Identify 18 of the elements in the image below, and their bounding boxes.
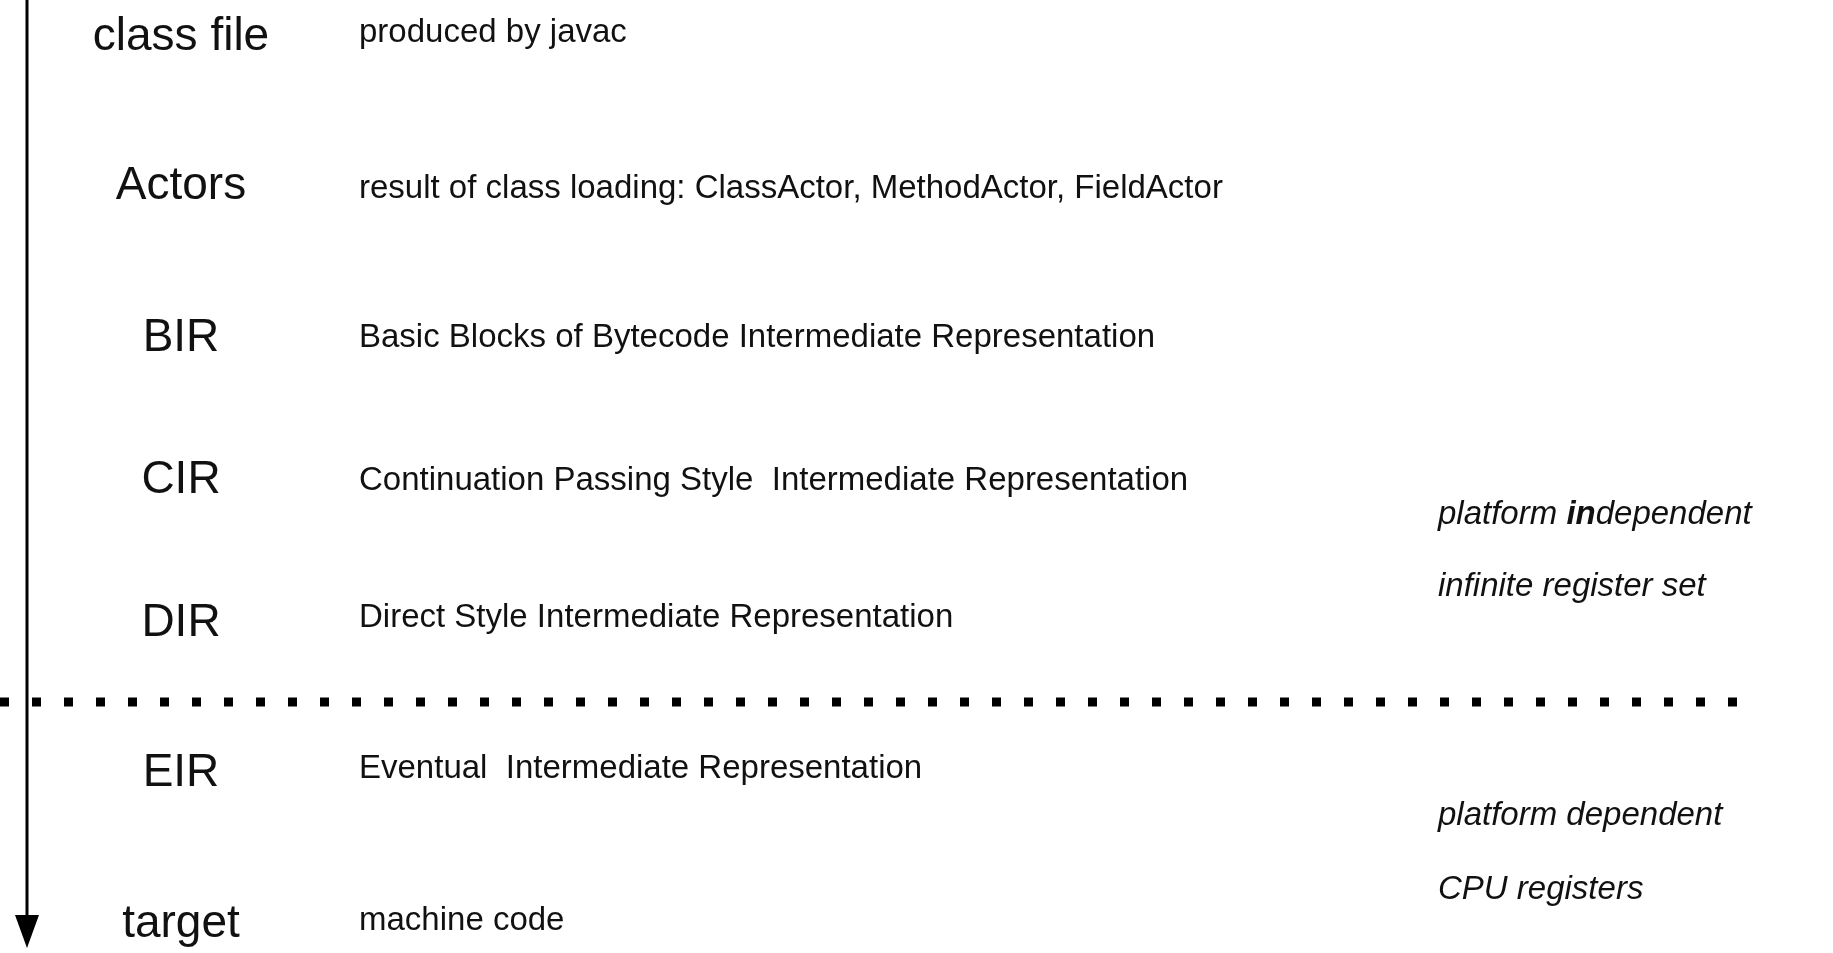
stage-name: class file — [92, 8, 270, 62]
stage-description: Eventual Intermediate Representation — [359, 748, 923, 787]
stage-name: DIR — [141, 594, 221, 648]
stage-name: EIR — [142, 744, 220, 798]
stage-description: result of class loading: ClassActor, MethodActor, FieldActor — [359, 168, 1223, 207]
stage-name: target — [122, 895, 240, 949]
stage-name: CIR — [141, 451, 221, 505]
stage-description: Basic Blocks of Bytecode Intermediate Representation — [359, 317, 1156, 356]
side-note: CPU registers — [1438, 869, 1644, 908]
side-note: platform independent — [1438, 494, 1752, 533]
stage-description: Direct Style Intermediate Representation — [359, 597, 954, 636]
side-note: infinite register set — [1438, 566, 1706, 605]
stage-description: machine code — [359, 900, 565, 939]
side-note: platform dependent — [1438, 795, 1723, 834]
stage-description: produced by javac — [359, 12, 627, 51]
stage-name: Actors — [115, 157, 247, 211]
stage-name: BIR — [142, 309, 220, 363]
stage-description: Continuation Passing Style Intermediate Representation — [359, 460, 1189, 499]
